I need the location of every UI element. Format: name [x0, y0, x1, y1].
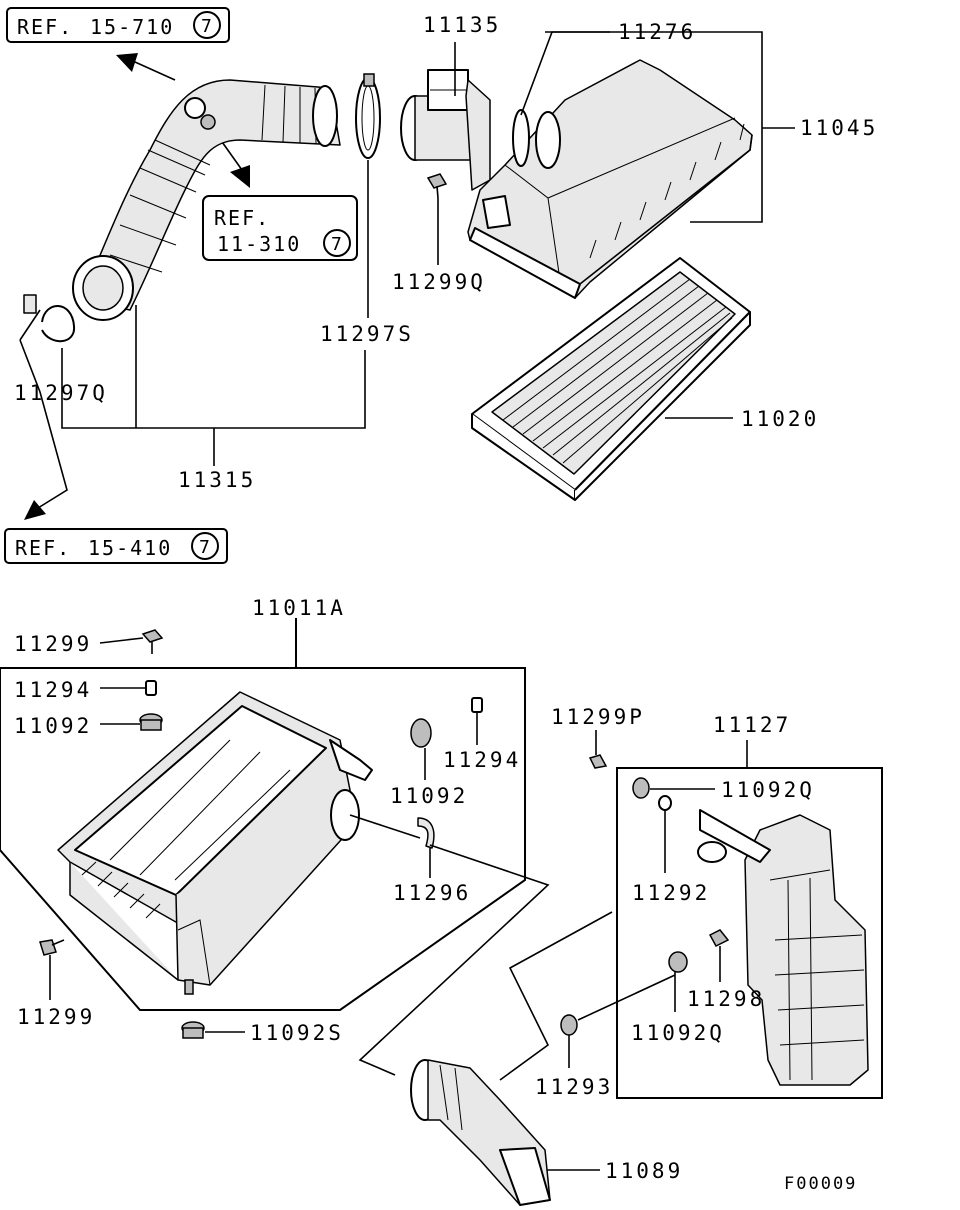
part-label-11296[interactable]: 11296 — [393, 881, 471, 905]
ref-15-710-prefix: REF. — [17, 15, 73, 39]
ref-box-15-710[interactable]: REF. 15-710 7 — [6, 7, 230, 43]
arrow-icon — [19, 339, 68, 520]
grommet-11293[interactable] — [560, 1014, 578, 1036]
leader-lines-top — [19, 31, 795, 466]
part-label-11297S[interactable]: 11297S — [320, 322, 414, 346]
part-label-11276[interactable]: 11276 — [618, 20, 696, 44]
grommet-11092S[interactable] — [181, 1021, 205, 1039]
collar-11292[interactable] — [658, 795, 672, 811]
part-label-11299Q[interactable]: 11299Q — [392, 270, 486, 294]
frame-11011A — [0, 618, 526, 1011]
part-label-11092-mid[interactable]: 11092 — [390, 784, 468, 808]
air-inlet-duct-11089[interactable] — [410, 1059, 551, 1206]
ref-11-310-circle: 7 — [331, 234, 342, 255]
leader-lines-right — [499, 788, 721, 1171]
part-label-11092-left[interactable]: 11092 — [14, 714, 92, 738]
hose-clamp-11297Q[interactable] — [23, 294, 76, 343]
air-cleaner-cover-11045[interactable] — [467, 59, 753, 299]
bolt-11299-bottom[interactable] — [39, 939, 65, 956]
part-label-11299-top[interactable]: 11299 — [14, 632, 92, 656]
diagram-id: F00009 — [784, 1174, 857, 1194]
ref-15-410-code: 15-410 — [88, 536, 172, 560]
part-label-11294-left[interactable]: 11294 — [14, 678, 92, 702]
part-label-11297Q[interactable]: 11297Q — [14, 381, 108, 405]
grommet-11092Q-bottom[interactable] — [668, 951, 688, 973]
ref-11-310-code: 11-310 — [217, 232, 301, 256]
screw-11299Q[interactable] — [426, 173, 448, 199]
collar-11294-right[interactable] — [471, 697, 483, 713]
part-label-11299P[interactable]: 11299P — [551, 705, 645, 729]
part-label-11127[interactable]: 11127 — [713, 713, 791, 737]
part-label-11299-bottom[interactable]: 11299 — [17, 1005, 95, 1029]
part-label-11045[interactable]: 11045 — [800, 116, 878, 140]
part-label-11089[interactable]: 11089 — [605, 1159, 683, 1183]
resonator-11127[interactable] — [697, 809, 869, 1086]
ref-box-15-410[interactable]: REF. 15-410 7 — [4, 528, 228, 564]
airflow-sensor-11135[interactable] — [400, 69, 491, 191]
part-label-11292[interactable]: 11292 — [632, 881, 710, 905]
part-label-11020[interactable]: 11020 — [741, 407, 819, 431]
bolt-11299-top[interactable] — [141, 629, 164, 654]
ref-11-310-prefix: REF. — [214, 206, 270, 230]
part-label-11092Q-top[interactable]: 11092Q — [721, 778, 815, 802]
ref-15-710-circle: 7 — [201, 16, 212, 37]
part-label-11293[interactable]: 11293 — [535, 1075, 613, 1099]
part-label-11011A[interactable]: 11011A — [252, 596, 346, 620]
air-filter-element-11020[interactable] — [471, 257, 751, 501]
ref-box-11-310[interactable]: REF. 11-310 7 — [202, 195, 358, 261]
part-label-11135[interactable]: 11135 — [423, 13, 501, 37]
leader-lines-middle — [49, 637, 550, 1076]
arrow-icon — [116, 53, 176, 81]
air-cleaner-body-11011A[interactable] — [57, 691, 373, 995]
part-label-11298[interactable]: 11298 — [687, 987, 765, 1011]
hose-clamp-11297S[interactable] — [355, 73, 381, 159]
grommet-11092Q-top[interactable] — [632, 777, 650, 799]
grommet-11092-mid[interactable] — [410, 718, 432, 748]
part-label-11294-right[interactable]: 11294 — [443, 748, 521, 772]
ref-15-410-circle: 7 — [199, 537, 210, 558]
intake-hose-11315[interactable] — [72, 79, 341, 321]
collar-11294-left[interactable] — [145, 680, 157, 696]
frame-11127 — [616, 740, 883, 1099]
bracket-11296[interactable] — [417, 817, 435, 849]
bolt-11298[interactable] — [708, 929, 730, 947]
ref-15-410-prefix: REF. — [15, 536, 71, 560]
part-label-11092Q-bottom[interactable]: 11092Q — [631, 1021, 725, 1045]
part-label-11315[interactable]: 11315 — [178, 468, 256, 492]
ref-15-710-code: 15-710 — [90, 15, 174, 39]
bolt-11299P[interactable] — [588, 730, 608, 769]
grommet-11092-left[interactable] — [139, 713, 163, 731]
part-label-11092S[interactable]: 11092S — [250, 1021, 344, 1045]
